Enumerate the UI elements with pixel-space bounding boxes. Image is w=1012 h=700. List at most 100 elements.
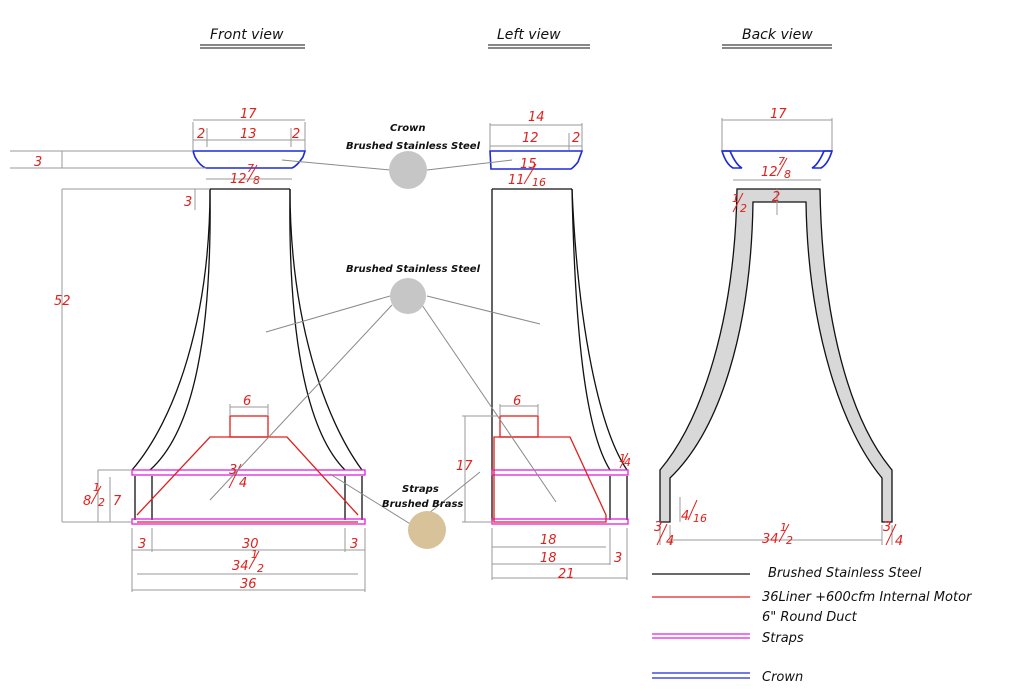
front-total-height: 52 [54, 294, 71, 309]
front-crown-base-num: 7 [247, 162, 254, 175]
legend-steel: Brushed Stainless Steel [768, 566, 922, 581]
front-crown-mid: 13 [240, 127, 257, 142]
left-back-gap: 3 [614, 551, 622, 566]
front-body-left-inner [149, 188, 211, 471]
crown-material-label: Brushed Stainless Steel [346, 141, 481, 152]
left-duct [499, 415, 539, 438]
front-crown-base-dim: 12 7 8 [230, 162, 260, 187]
front-bottom-inner-dim: 34 1 2 [232, 548, 264, 575]
left-crown-mid: 12 [522, 131, 539, 146]
back-view-title: Back view [742, 27, 813, 43]
crown-label: Crown [390, 123, 426, 134]
back-foot-height-dim: 4 16 [681, 499, 707, 525]
front-liner [136, 436, 359, 516]
front-crown [191, 150, 307, 169]
front-view: 17 2 13 2 3 12 7 8 3 52 6 3 4 8 1 2 7 3 … [10, 107, 366, 592]
back-inner-width: 34 [762, 532, 779, 547]
left-crown-base-dim: 15 11 16 [508, 157, 546, 189]
straps-material-label: Brushed Brass [382, 499, 463, 510]
back-inner-width-dim: 34 1 2 [762, 521, 793, 547]
left-crown-base: 11 [508, 173, 525, 188]
left-view: 14 12 2 15 11 16 6 17 1 4 18 18 3 21 [456, 110, 631, 582]
left-strap-num: 1 [619, 452, 626, 465]
front-side-right: 3 [350, 537, 358, 552]
back-right-foot-den: 4 [895, 534, 903, 549]
crown-steel-swatch [389, 151, 427, 189]
front-strap-gap-b: 4 [239, 476, 247, 491]
view-titles: Front view Left view Back view [200, 27, 832, 49]
left-liner-depth: 18 [540, 533, 557, 548]
front-strap-gap-a: 3 [229, 463, 237, 478]
left-liner [493, 436, 607, 523]
left-duct: 6 [513, 394, 521, 409]
back-crown-width: 17 [770, 107, 787, 122]
back-crown-base-num: 7 [778, 155, 785, 168]
front-view-title: Front view [210, 27, 284, 43]
back-top-gap: 2 [772, 190, 780, 205]
back-view: 17 12 7 8 1 2 2 4 16 3 4 34 1 2 [654, 107, 903, 549]
front-left-inner: 7 [113, 494, 122, 509]
front-strap-gap-dim: 3 4 [228, 463, 247, 491]
legend-liner: 36Liner +600cfm Internal Motor [762, 590, 973, 605]
left-total-depth: 21 [558, 567, 575, 582]
front-bottom-inner: 34 [232, 559, 249, 574]
front-body-right [289, 188, 363, 471]
front-bottom-inner-num: 1 [251, 548, 258, 561]
back-thick-num: 1 [732, 192, 739, 205]
left-crown [489, 150, 584, 170]
body-material-label: Brushed Stainless Steel [346, 264, 481, 275]
front-liner-width: 30 [242, 537, 259, 552]
left-body-back [571, 188, 628, 471]
left-crown-right: 2 [572, 131, 580, 146]
front-crown-base: 12 [230, 172, 247, 187]
left-crown-base-den: 16 [532, 176, 546, 189]
back-crown-left [720, 150, 743, 169]
back-crown-base: 12 [761, 165, 778, 180]
front-top-gap: 3 [184, 195, 192, 210]
left-crown-width: 14 [528, 110, 545, 125]
front-crown-height: 3 [34, 155, 42, 170]
front-crown-left: 2 [197, 127, 205, 142]
back-right-foot: 3 [883, 520, 891, 535]
front-duct [229, 415, 269, 438]
back-foot-height: 4 [681, 509, 689, 524]
left-view-title: Left view [497, 27, 561, 43]
back-left-foot-den: 4 [666, 534, 674, 549]
front-crown-width: 17 [240, 107, 257, 122]
back-thickness-dim: 1 2 [732, 192, 747, 215]
front-body-left [131, 188, 211, 471]
back-crown-right [811, 150, 834, 169]
left-strap-den: 4 [624, 456, 631, 469]
left-body-depth: 18 [540, 551, 557, 566]
back-right-foot-dim: 3 4 [883, 520, 903, 549]
front-left-outer-num: 1 [93, 481, 100, 494]
front-crown-right: 2 [292, 127, 300, 142]
back-crown-base-dim: 12 7 8 [761, 155, 791, 181]
front-duct: 6 [243, 394, 251, 409]
legend-crown: Crown [762, 670, 803, 685]
front-left-outer-den: 2 [98, 496, 105, 509]
brass-swatch [408, 511, 446, 549]
back-inner-num: 1 [780, 521, 787, 534]
front-upper-strap [131, 469, 366, 476]
left-upper-strap [491, 469, 629, 476]
back-inner-den: 2 [786, 534, 793, 547]
straps-label: Straps [402, 484, 439, 495]
left-crown-top: 15 [520, 157, 537, 172]
front-body-right-inner [289, 188, 346, 471]
left-strap-dim: 1 4 [619, 452, 631, 469]
front-bottom-inner-den: 2 [257, 562, 264, 575]
legend-duct: 6" Round Duct [762, 610, 858, 625]
back-foot-den: 16 [693, 512, 707, 525]
front-left-outer: 8 [83, 494, 91, 509]
body-steel-swatch [390, 278, 426, 314]
back-thick-den: 2 [740, 202, 747, 215]
material-callouts: Crown Brushed Stainless Steel Brushed St… [209, 123, 557, 549]
legend-straps: Straps [762, 631, 804, 646]
left-body-back-inner [571, 188, 611, 471]
front-crown-base-den: 8 [253, 174, 260, 187]
back-left-foot-dim: 3 4 [654, 520, 674, 549]
left-liner-height: 17 [456, 459, 473, 474]
front-left-outer-dim: 8 1 2 [83, 481, 105, 509]
